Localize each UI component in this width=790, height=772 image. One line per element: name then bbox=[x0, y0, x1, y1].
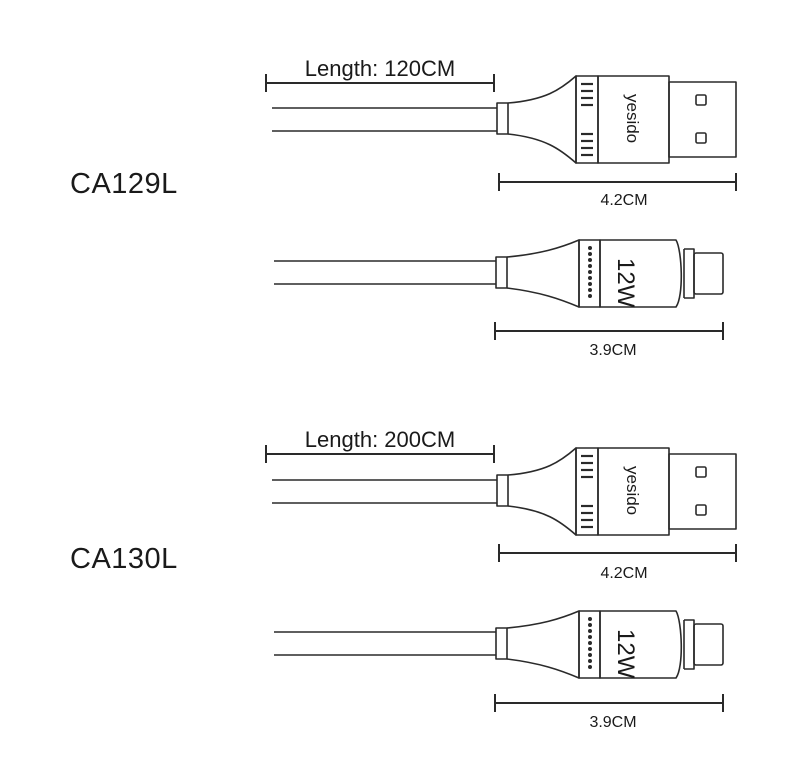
grip-dots bbox=[588, 617, 592, 669]
length-dimension: Length: 120CM bbox=[265, 56, 495, 92]
grip-dots bbox=[588, 246, 592, 298]
power-rating-label: 12W bbox=[612, 629, 639, 679]
product-group-ca129l: Length: 120CM yesido 4 bbox=[265, 56, 737, 359]
usb-c-dimension: 3.9CM bbox=[494, 322, 724, 359]
power-rating-label: 12W bbox=[612, 258, 639, 308]
usb-a-dimension: 4.2CM bbox=[498, 173, 737, 209]
usb-a-connector: yesido bbox=[272, 75, 737, 164]
length-dimension: Length: 200CM bbox=[265, 427, 495, 463]
length-label: Length: 120CM bbox=[305, 56, 455, 81]
usb-c-dimension-label: 3.9CM bbox=[589, 714, 636, 731]
model-label-ca129l: CA129L bbox=[70, 168, 178, 200]
usb-a-dimension-label: 4.2CM bbox=[600, 565, 647, 582]
usb-c-dimension: 3.9CM bbox=[494, 694, 724, 731]
length-label: Length: 200CM bbox=[305, 427, 455, 452]
grip-ribs bbox=[581, 82, 593, 157]
usb-a-connector: yesido bbox=[272, 447, 737, 536]
model-label-ca130l: CA130L bbox=[70, 543, 178, 575]
brand-logo: yesido bbox=[623, 94, 642, 143]
usb-a-dimension: 4.2CM bbox=[498, 544, 737, 582]
grip-ribs bbox=[581, 454, 593, 529]
brand-logo: yesido bbox=[623, 466, 642, 515]
usb-c-connector: 12W bbox=[274, 610, 724, 679]
usb-c-dimension-label: 3.9CM bbox=[589, 342, 636, 359]
usb-a-dimension-label: 4.2CM bbox=[600, 192, 647, 209]
product-group-ca130l: Length: 200CM yesido 4.2CM bbox=[265, 427, 737, 731]
usb-c-connector: 12W bbox=[274, 239, 724, 308]
